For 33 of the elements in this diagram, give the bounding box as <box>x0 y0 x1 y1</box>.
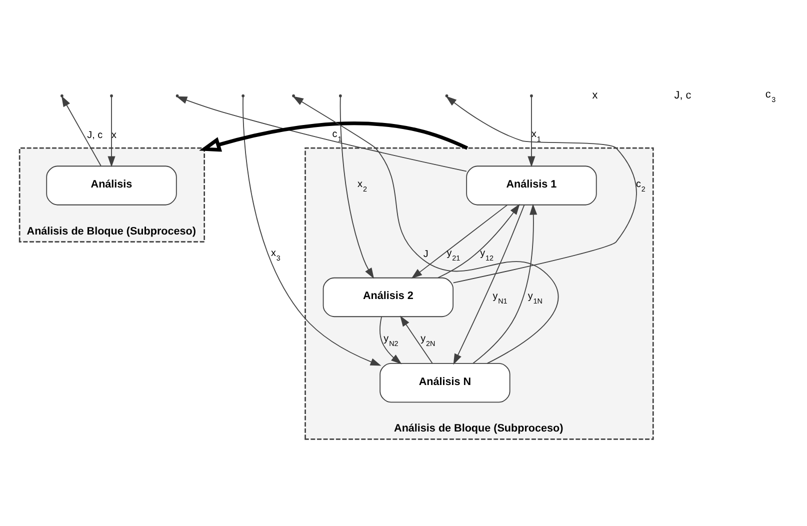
arrow <box>446 96 637 284</box>
arrow <box>438 204 520 278</box>
arrow <box>411 204 508 279</box>
arrow <box>242 96 382 366</box>
edge-label: J, c <box>87 130 103 142</box>
node-box: Análisis N <box>380 363 510 403</box>
node-box: Análisis <box>46 166 177 206</box>
arrow <box>199 122 468 152</box>
edge-label: y$_{N1}$ <box>492 290 508 306</box>
edge-label: y$_{2N}$ <box>420 334 436 348</box>
label: c$_{3}$ <box>765 88 776 104</box>
arrow <box>472 204 538 364</box>
arrow <box>453 204 525 365</box>
edge-label: y$_{1N}$ <box>528 290 542 306</box>
edge-label: y$_{N2}$ <box>384 334 398 348</box>
edge-label: x$_{2}$ <box>358 179 367 194</box>
arrow <box>61 96 102 166</box>
node-box: Análisis 1 <box>466 166 597 206</box>
edge-label: x$_{3}$ <box>271 248 280 263</box>
edge-label: y$_{21}$ <box>446 248 460 263</box>
node-box: Análisis 2 <box>322 277 454 318</box>
arrow <box>108 96 116 168</box>
label: x <box>592 90 598 102</box>
arrow <box>340 96 374 279</box>
edge-label: c$_{2}$ <box>636 179 646 194</box>
edge-label: J <box>423 248 428 260</box>
arrow <box>528 96 536 168</box>
edge-label: y$_{12}$ <box>480 248 494 263</box>
arrow <box>380 316 402 364</box>
arrow <box>292 96 559 364</box>
arrow <box>176 96 467 172</box>
arrow <box>400 316 433 364</box>
label: J, c <box>674 90 692 102</box>
